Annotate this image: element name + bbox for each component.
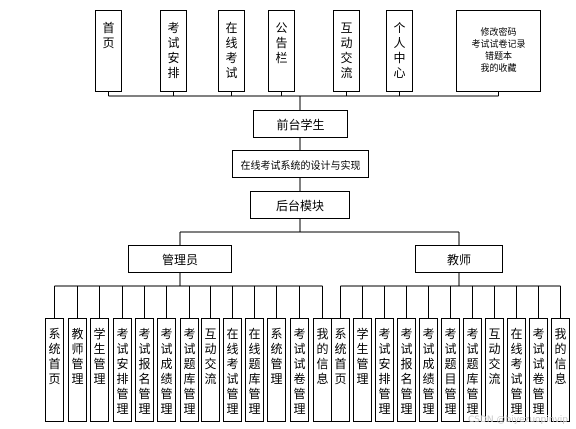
top-module-box: 公告栏 xyxy=(268,10,295,92)
top-module-box: 考试安排 xyxy=(160,10,187,92)
watermark: CSDN @biyezuopinvip xyxy=(468,415,568,425)
admin-module-box: 系统首页 xyxy=(45,318,64,422)
teacher-module-box: 考试安排管理 xyxy=(375,318,394,422)
top-multi-item: 考试试卷记录 xyxy=(471,40,526,50)
admin-module-box: 考试成绩管理 xyxy=(157,318,176,422)
admin-module-box: 系统管理 xyxy=(267,318,286,422)
top-module-box: 互动交流 xyxy=(333,10,360,92)
front-student-box: 前台学生 xyxy=(253,110,348,138)
admin-module-box: 考试安排管理 xyxy=(113,318,132,422)
teacher-role-box: 教师 xyxy=(415,245,503,273)
top-module-box: 首页 xyxy=(95,10,122,92)
top-multi-item: 错题本 xyxy=(484,52,512,62)
teacher-module-box: 系统首页 xyxy=(331,318,350,422)
teacher-module-box: 考试试卷管理 xyxy=(529,318,548,422)
admin-module-box: 考试报名管理 xyxy=(135,318,154,422)
top-multi-item: 修改密码 xyxy=(480,28,517,38)
teacher-module-box: 考试成绩管理 xyxy=(419,318,438,422)
top-module-multi: 修改密码 考试试卷记录 错题本 我的收藏 xyxy=(456,10,541,92)
admin-module-box: 我的信息 xyxy=(313,318,332,422)
top-module-box: 在线考试 xyxy=(218,10,245,92)
admin-role-box: 管理员 xyxy=(128,245,232,273)
admin-module-box: 学生管理 xyxy=(90,318,109,422)
backend-module-box: 后台模块 xyxy=(250,191,350,219)
admin-module-box: 考试题库管理 xyxy=(180,318,199,422)
admin-module-box: 教师管理 xyxy=(68,318,87,422)
top-module-box: 个人中心 xyxy=(386,10,413,92)
admin-module-box: 在线考试管理 xyxy=(223,318,242,422)
teacher-module-box: 考试题目管理 xyxy=(441,318,460,422)
teacher-module-box: 在线考试管理 xyxy=(507,318,526,422)
teacher-module-box: 考试题库管理 xyxy=(463,318,482,422)
teacher-module-box: 考试报名管理 xyxy=(397,318,416,422)
teacher-module-box: 互动交流 xyxy=(485,318,504,422)
admin-module-box: 在线题库管理 xyxy=(245,318,264,422)
system-title-box: 在线考试系统的设计与实现 xyxy=(232,150,369,178)
admin-module-box: 考试试卷管理 xyxy=(290,318,309,422)
admin-module-box: 互动交流 xyxy=(201,318,220,422)
teacher-module-box: 我的信息 xyxy=(551,318,570,422)
teacher-module-box: 学生管理 xyxy=(353,318,372,422)
top-multi-item: 我的收藏 xyxy=(480,64,517,74)
